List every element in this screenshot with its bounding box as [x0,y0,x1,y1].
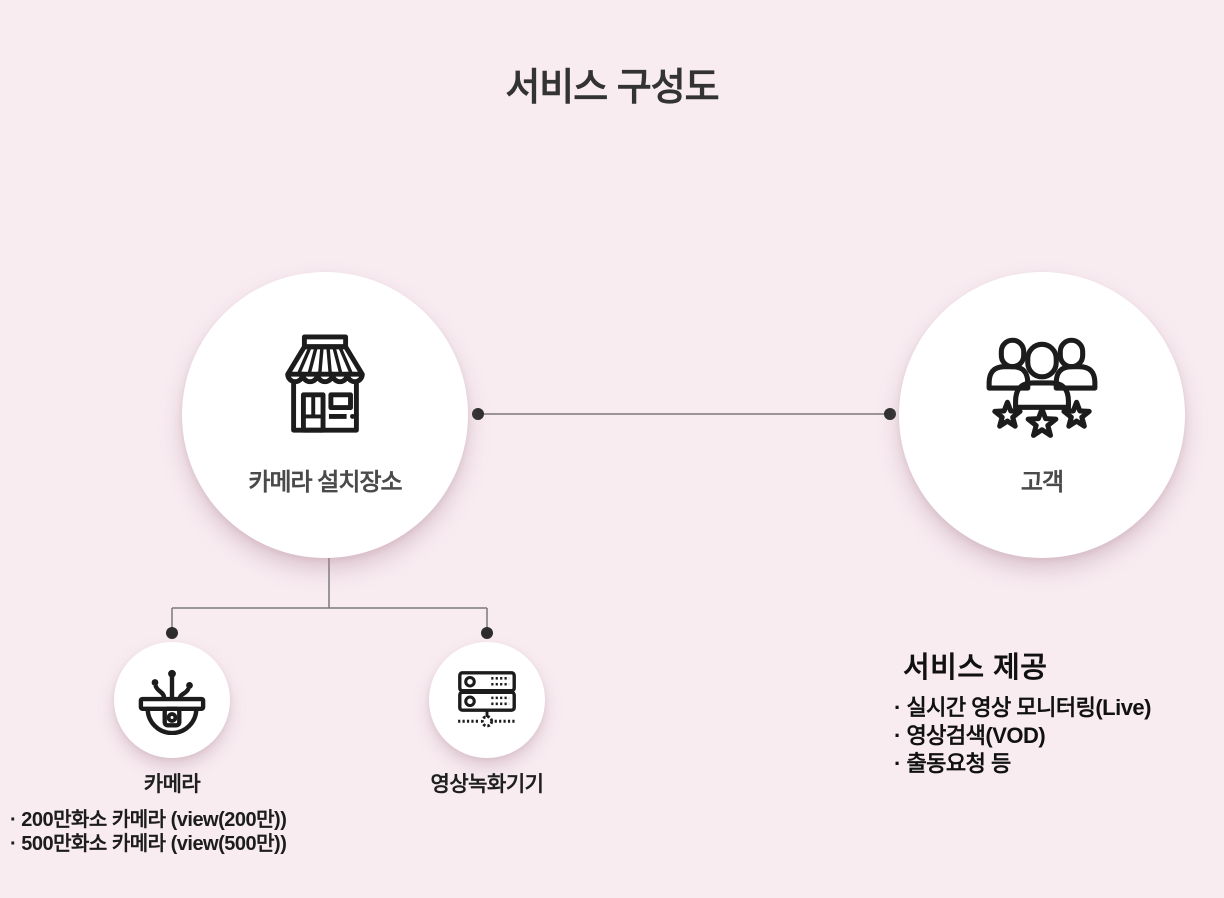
site-node-label: 카메라 설치장소 [248,468,402,496]
recorder-branch-dot [481,627,493,639]
camera-specs-list: · 200만화소 카메라 (view(200만)) · 500만화소 카메라 (… [10,808,287,856]
recorder-node [429,642,545,758]
page-title: 서비스 구성도 [505,67,719,109]
services-heading: 서비스 제공 [903,652,1048,684]
customers-icon [986,337,1098,438]
services-block: 서비스 제공 · 실시간 영상 모니터링(Live) · 영상검색(VOD) ·… [894,644,1152,778]
site-node: 카메라 설치장소 [182,272,468,558]
recorder-node-label: 영상녹화기기 [430,773,544,796]
camera-node-label: 카메라 [143,773,201,796]
services-item-1: · 실시간 영상 모니터링(Live) [894,695,1152,720]
link-endpoint-dot-right [884,408,896,420]
customer-node: 고객 [899,272,1185,558]
link-endpoint-dot-left [472,408,484,420]
camera-node [114,642,230,758]
camera-spec-item-2: · 500만화소 카메라 (view(500만)) [10,833,287,855]
camera-spec-item-1: · 200만화소 카메라 (view(200만)) [10,809,287,831]
customer-node-label: 고객 [1020,468,1064,496]
services-item-2: · 영상검색(VOD) [894,723,1046,748]
camera-branch-dot [166,627,178,639]
storefront-icon [285,333,365,433]
dome-camera-icon [138,669,206,735]
services-item-3: · 출동요청 등 [894,751,1011,776]
site-children-tree-line [171,558,488,628]
server-icon [458,671,516,728]
